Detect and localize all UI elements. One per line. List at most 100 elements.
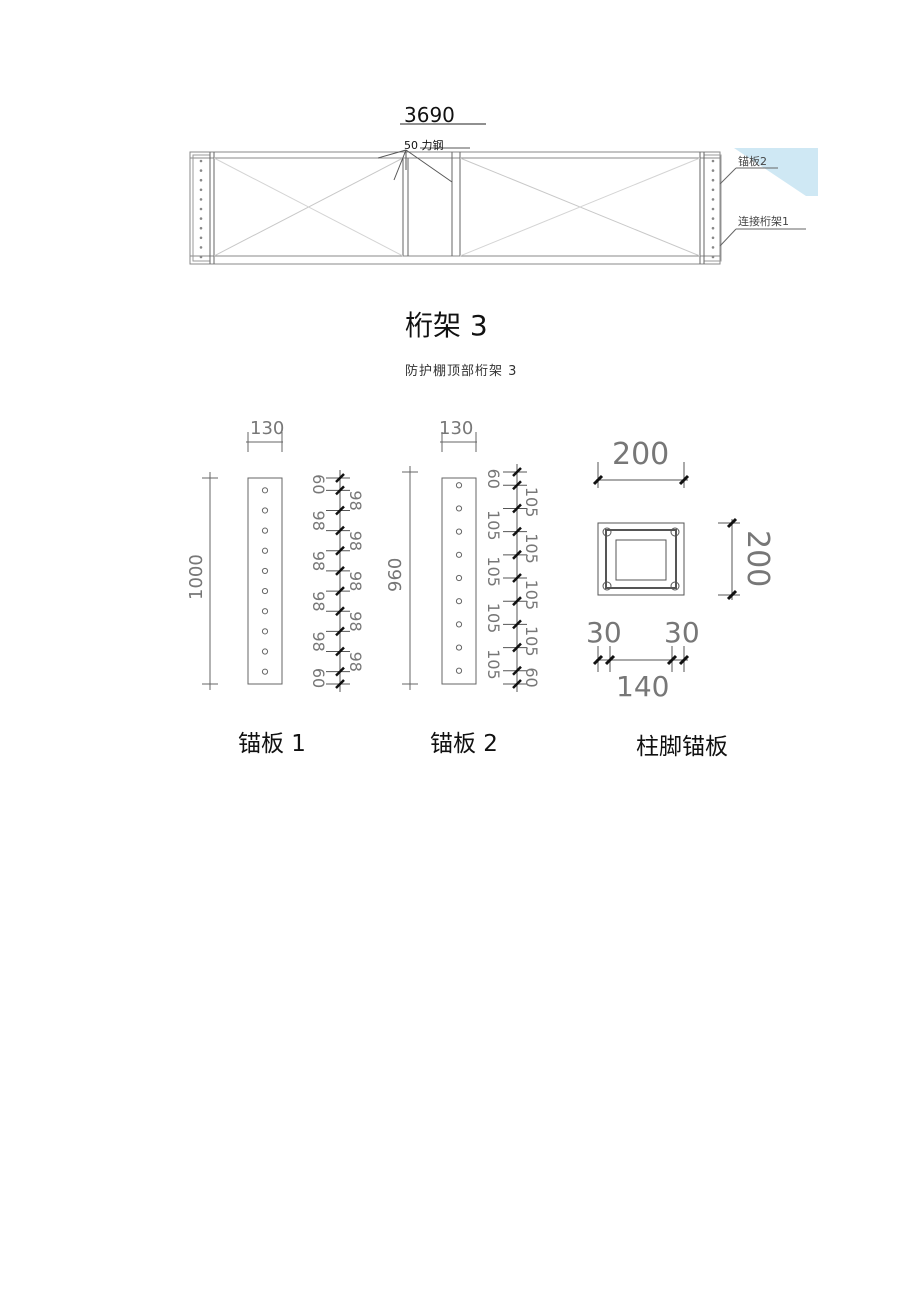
truss-title: 桁架 3 bbox=[405, 309, 488, 342]
dim-tick bbox=[335, 525, 345, 536]
truss-bolt-holes bbox=[199, 159, 715, 259]
bolt-hole bbox=[261, 527, 269, 534]
spacing-label: 105 bbox=[484, 556, 503, 587]
truss-bolt-hole bbox=[199, 236, 203, 240]
bolt-hole bbox=[261, 567, 269, 575]
dim-tick bbox=[512, 619, 522, 630]
spacing-label: 60 bbox=[309, 668, 328, 688]
plate1-height-dim: 1000 bbox=[186, 554, 207, 600]
truss-bolt-hole bbox=[199, 217, 203, 220]
truss-bolt-hole bbox=[199, 246, 203, 249]
dim-tick bbox=[512, 480, 522, 491]
plate2-caption: 锚板 2 bbox=[430, 731, 498, 757]
dim-tick bbox=[335, 505, 345, 516]
bolt-hole bbox=[261, 587, 269, 595]
spacing-label: 98 bbox=[309, 551, 328, 571]
truss-bolt-hole bbox=[199, 159, 203, 163]
plate1-width-dim: 130 bbox=[250, 418, 284, 439]
bolt-hole bbox=[455, 528, 463, 535]
dim-tick bbox=[512, 526, 522, 537]
truss-bolt-hole bbox=[199, 226, 203, 230]
bolt-hole bbox=[455, 667, 463, 674]
spacing-label: 98 bbox=[346, 652, 365, 672]
dim-tick bbox=[335, 473, 345, 483]
bolt-hole bbox=[455, 482, 463, 489]
truss-length-dim: 3690 bbox=[404, 103, 455, 127]
truss-bolt-hole bbox=[711, 178, 715, 182]
truss-bolt-hole bbox=[711, 246, 715, 249]
spacing-label: 60 bbox=[484, 469, 503, 489]
base-height-dim: 200 bbox=[740, 530, 775, 587]
base-plate-ticks bbox=[592, 474, 738, 666]
spacing-label: 105 bbox=[522, 580, 541, 611]
truss-bolt-hole bbox=[199, 178, 203, 182]
bolt-hole bbox=[455, 598, 463, 605]
dim-tick bbox=[512, 596, 522, 607]
dim-tick bbox=[335, 586, 345, 596]
dim-tick bbox=[335, 545, 345, 556]
truss-elevation bbox=[189, 123, 722, 265]
base-width-dim: 200 bbox=[612, 437, 669, 472]
bolt-hole bbox=[261, 648, 269, 655]
truss-bolt-hole bbox=[711, 198, 715, 201]
truss-bolt-hole bbox=[711, 159, 715, 163]
steel-label: 50 力钢 bbox=[404, 139, 444, 152]
truss-bolt-hole bbox=[711, 236, 715, 240]
plate1-bolt-holes bbox=[261, 487, 269, 675]
spacing-label: 98 bbox=[346, 611, 365, 631]
spacing-label: 105 bbox=[484, 510, 503, 541]
bolt-hole bbox=[261, 487, 269, 494]
dim-tick bbox=[512, 573, 522, 583]
truss-bolt-hole bbox=[199, 207, 203, 211]
dim-tick bbox=[335, 606, 345, 617]
truss-bolt-hole bbox=[711, 255, 715, 259]
truss-bolt-hole bbox=[711, 217, 715, 220]
spacing-label: 105 bbox=[522, 487, 541, 518]
bolt-hole bbox=[455, 505, 463, 512]
truss-bolt-hole bbox=[199, 255, 203, 259]
callout-plate2: 锚板2 bbox=[738, 154, 767, 168]
dim-tick bbox=[335, 566, 345, 576]
dim-tick bbox=[512, 467, 522, 477]
base-bolt-hole bbox=[602, 581, 612, 591]
base-bolt-hole bbox=[602, 527, 612, 537]
dim-tick bbox=[512, 679, 522, 689]
truss-bolt-hole bbox=[711, 207, 715, 211]
bolt-hole bbox=[261, 608, 269, 615]
spacing-label: 105 bbox=[484, 649, 503, 680]
truss-bolt-hole bbox=[711, 169, 715, 172]
spacing-label: 98 bbox=[346, 490, 365, 510]
plate1-caption: 锚板 1 bbox=[238, 731, 306, 757]
spacing-label: 105 bbox=[522, 626, 541, 657]
spacing-label: 98 bbox=[346, 531, 365, 551]
callout-highlight bbox=[734, 148, 818, 196]
bolt-hole bbox=[455, 574, 463, 582]
spacing-label: 98 bbox=[346, 571, 365, 591]
dim-tick bbox=[335, 679, 345, 689]
base-bolt-hole bbox=[670, 581, 680, 591]
spacing-label: 105 bbox=[522, 533, 541, 564]
dim-tick bbox=[335, 485, 345, 496]
truss-bolt-hole bbox=[199, 169, 203, 172]
base-edge-left-dim: 30 bbox=[586, 616, 622, 649]
dim-tick bbox=[512, 665, 522, 676]
bolt-hole bbox=[455, 551, 463, 558]
dim-tick bbox=[335, 666, 345, 677]
base-edge-right-dim: 30 bbox=[664, 616, 700, 649]
bolt-hole bbox=[261, 507, 269, 514]
plate2-bolt-holes bbox=[455, 482, 463, 674]
bolt-hole bbox=[261, 547, 269, 554]
bolt-hole bbox=[261, 668, 269, 675]
base-inner-dim: 140 bbox=[616, 670, 669, 703]
callout-leaders bbox=[719, 167, 806, 247]
spacing-label: 98 bbox=[309, 591, 328, 611]
truss-subtitle: 防护棚顶部桁架 3 bbox=[405, 364, 518, 379]
base-bolt-hole bbox=[670, 527, 680, 537]
bolt-hole bbox=[455, 644, 463, 651]
callout-connect: 连接桁架1 bbox=[738, 214, 789, 228]
dim-tick bbox=[512, 642, 522, 653]
spacing-label: 98 bbox=[309, 511, 328, 531]
